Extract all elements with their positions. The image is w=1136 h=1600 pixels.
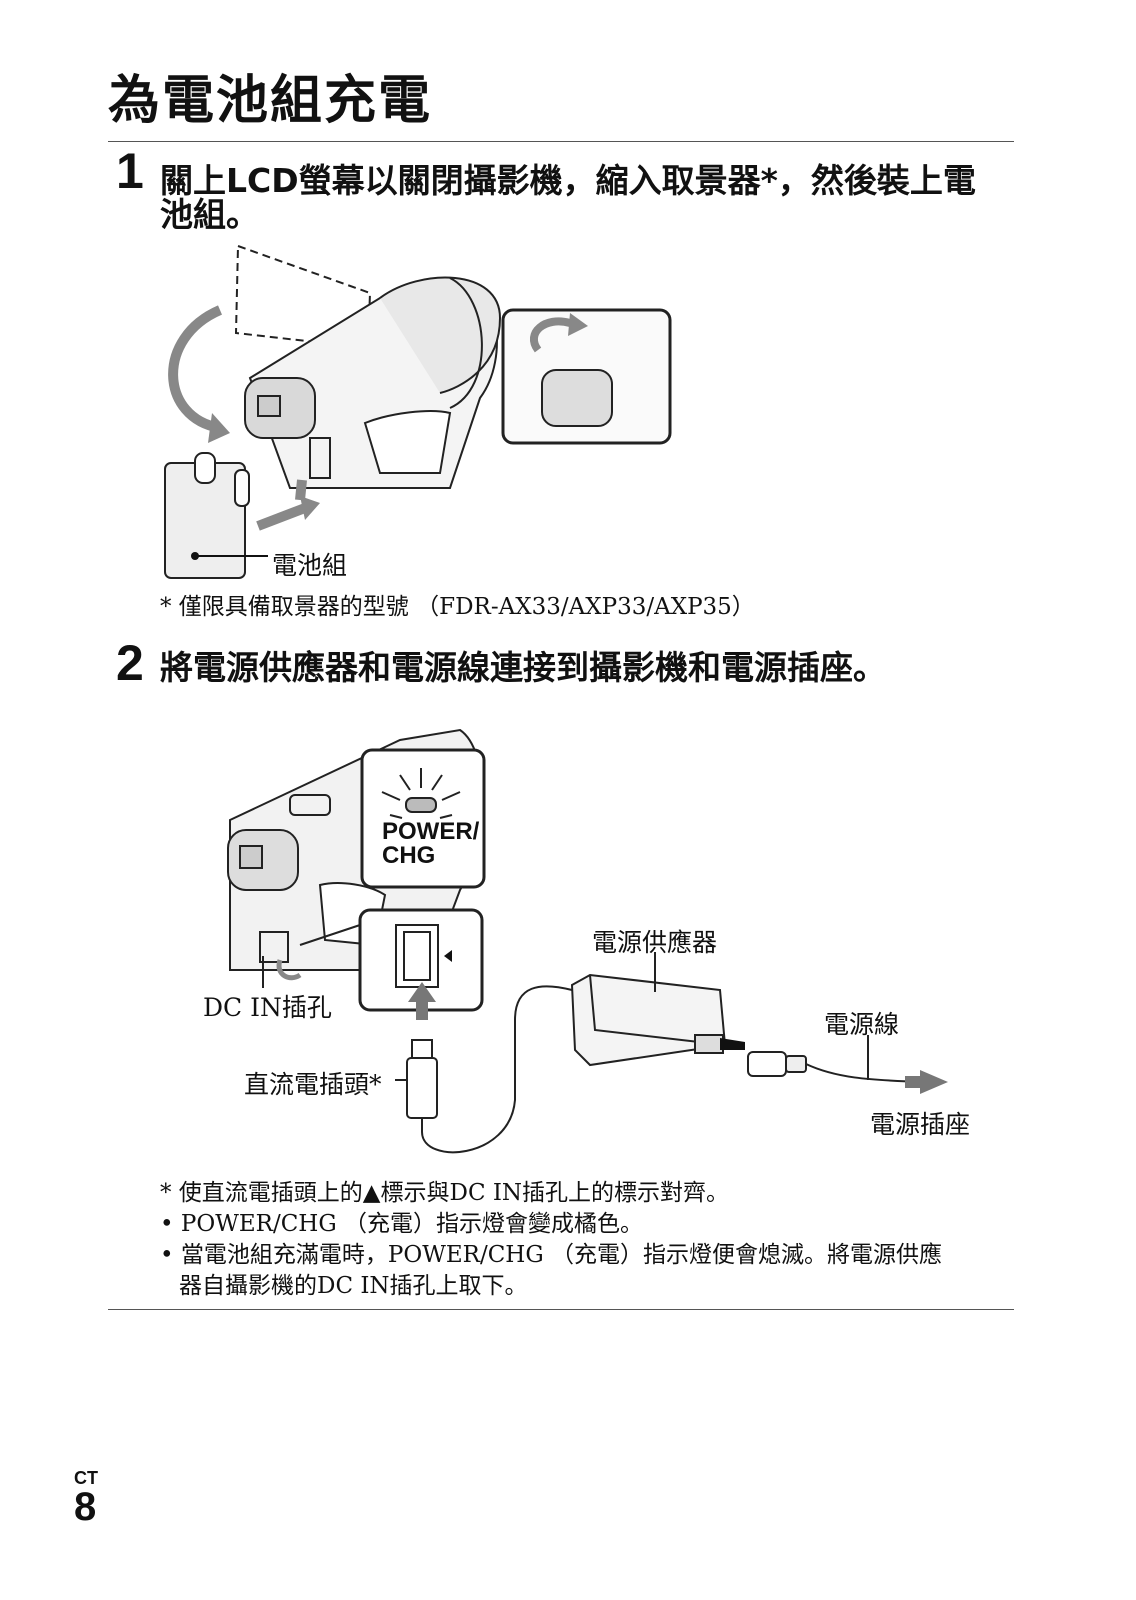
- language-code: CT: [74, 1468, 98, 1488]
- step-1-footnote: * 僅限具備取景器的型號 （FDR-AX33/AXP33/AXP35）: [160, 594, 755, 620]
- ac-adaptor-label: 電源供應器: [592, 928, 718, 957]
- bottom-divider: [108, 1309, 1014, 1310]
- power-cord-label: 電源線: [824, 1010, 900, 1039]
- step-2-number: 2: [116, 635, 144, 691]
- dc-plug-label: 直流電插頭*: [244, 1070, 382, 1099]
- step-2-note-3-continued: 器自攝影機的DC IN插孔上取下。: [179, 1273, 528, 1299]
- step-2-note-3: • 當電池組充滿電時，POWER/CHG （充電）指示燈便會熄滅。將電源供應: [160, 1242, 943, 1268]
- top-divider: [108, 141, 1014, 142]
- step-2-text: 將電源供應器和電源線連接到攝影機和電源插座。: [160, 648, 886, 687]
- power-chg-indicator-label: POWER/ CHG: [382, 818, 480, 869]
- camcorder-battery-illustration: [164, 244, 672, 579]
- step-2-note-2: • POWER/CHG （充電）指示燈會變成橘色。: [160, 1211, 644, 1237]
- battery-pack-label: 電池組: [272, 551, 348, 580]
- ac-adaptor-connection-illustration: [227, 728, 948, 1154]
- wall-outlet-label: 電源插座: [870, 1110, 971, 1139]
- step-1-text-line1: 關上LCD螢幕以關閉攝影機，縮入取景器*，然後裝上電: [160, 161, 976, 200]
- dc-in-jack-label: DC IN插孔: [203, 993, 332, 1022]
- step-1-text-line2: 池組。: [160, 195, 259, 234]
- step-1-number: 1: [116, 143, 144, 199]
- page-title: 為電池組充電: [108, 71, 433, 131]
- step-2-note-1: * 使直流電插頭上的▲標示與DC IN插孔上的標示對齊。: [160, 1180, 730, 1206]
- page-number: 8: [74, 1485, 97, 1529]
